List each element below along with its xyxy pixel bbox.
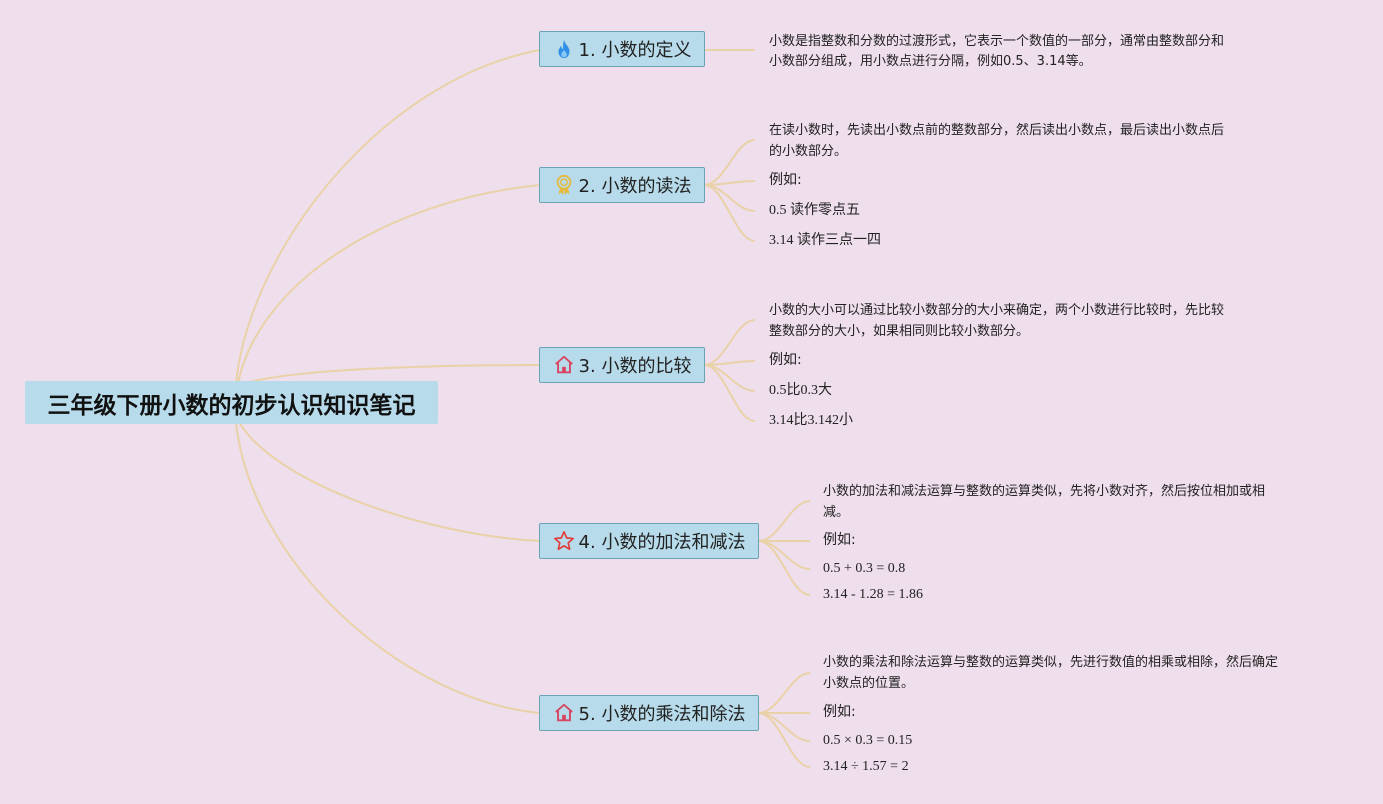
star-icon <box>553 530 575 552</box>
topic-1-label: 1. 小数的定义 <box>578 40 692 61</box>
topic-5-note-1: 小数的乘法和除法运算与整数的运算类似，先进行数值的相乘或相除，然后确定 <box>823 655 1279 670</box>
topic-5-note-3: 例如: <box>823 704 856 720</box>
connector-root-topic-2 <box>237 184 541 384</box>
topic-1[interactable]: 1. 小数的定义 <box>539 31 705 67</box>
connector-root-topic-1 <box>235 49 541 384</box>
topic-4-label: 4. 小数的加法和减法 <box>578 532 746 553</box>
house-icon <box>553 702 575 724</box>
topic-2-note-5: 3.14 读作三点一四 <box>769 233 881 248</box>
fire-icon <box>553 38 575 60</box>
root-topic[interactable]: 三年级下册小数的初步认识知识笔记 <box>25 381 438 424</box>
topic-3-label: 3. 小数的比较 <box>578 356 692 377</box>
topic-4-note-5: 3.14 - 1.28 = 1.86 <box>823 587 924 602</box>
topic-3-note-2: 整数部分的大小，如果相同则比较小数部分。 <box>769 324 1030 339</box>
topic-1-note-2: 小数部分组成，用小数点进行分隔，例如0.5、3.14等。 <box>769 54 1092 69</box>
connector-root-topic-5 <box>235 421 541 714</box>
topic-4-note-4: 0.5 + 0.3 = 0.8 <box>823 561 906 576</box>
medal-icon <box>553 174 575 196</box>
connector-root-topic-3 <box>239 364 541 386</box>
topic-3-note-5: 3.14比3.142小 <box>769 413 853 428</box>
topic-5[interactable]: 5. 小数的乘法和除法 <box>539 695 759 731</box>
topic-2-note-3: 例如: <box>769 172 802 188</box>
house-icon <box>553 354 575 376</box>
topic-3-note-4: 0.5比0.3大 <box>769 383 832 398</box>
topic-2-note-2: 的小数部分。 <box>769 144 848 159</box>
topic-3-note-1: 小数的大小可以通过比较小数部分的大小来确定，两个小数进行比较时，先比较 <box>769 303 1225 318</box>
topic-5-note-5: 3.14 ÷ 1.57 = 2 <box>823 759 909 774</box>
topic-3[interactable]: 3. 小数的比较 <box>539 347 705 383</box>
topic-2-note-4: 0.5 读作零点五 <box>769 203 860 218</box>
topic-2-note-1: 在读小数时，先读出小数点前的整数部分，然后读出小数点，最后读出小数点后 <box>769 123 1225 138</box>
topic-5-note-2: 小数点的位置。 <box>823 676 915 691</box>
topic-4-note-2: 减。 <box>823 505 850 520</box>
topic-5-label: 5. 小数的乘法和除法 <box>578 704 746 725</box>
topic-4[interactable]: 4. 小数的加法和减法 <box>539 523 759 559</box>
topic-4-note-1: 小数的加法和减法运算与整数的运算类似，先将小数对齐，然后按位相加或相 <box>823 484 1266 499</box>
topic-1-note-1: 小数是指整数和分数的过渡形式，它表示一个数值的一部分，通常由整数部分和 <box>769 34 1225 49</box>
topic-3-note-3: 例如: <box>769 352 802 368</box>
connector-root-topic-4 <box>237 419 541 542</box>
topic-4-note-3: 例如: <box>823 532 856 548</box>
topic-2-label: 2. 小数的读法 <box>578 176 692 197</box>
topic-2[interactable]: 2. 小数的读法 <box>539 167 705 203</box>
root-title: 三年级下册小数的初步认识知识笔记 <box>47 392 416 419</box>
topic-5-note-4: 0.5 × 0.3 = 0.15 <box>823 733 913 748</box>
